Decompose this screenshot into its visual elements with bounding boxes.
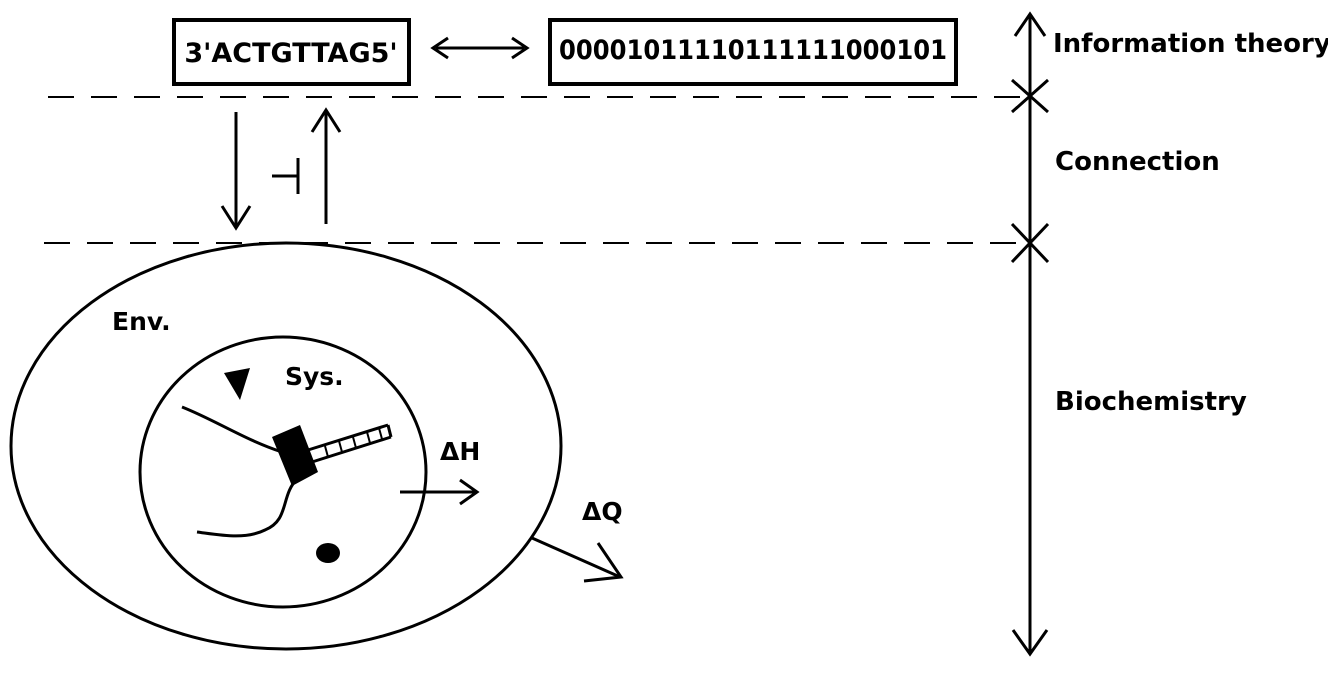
- small-particle: [316, 543, 340, 563]
- binary-code-box: 00001011110111111000101: [548, 18, 958, 86]
- system-circle: [138, 335, 428, 609]
- delta-q-label: ΔQ: [582, 497, 623, 526]
- strand-upper: [181, 405, 283, 454]
- binary-code-label: 00001011110111111000101: [559, 35, 947, 66]
- layer-axis: [1010, 11, 1050, 657]
- information-theory-label: Information theory: [1053, 29, 1328, 59]
- delta-h-label: ΔH: [440, 437, 480, 466]
- lower-cross-mark: [1010, 222, 1050, 264]
- enzyme-complex: [272, 423, 393, 486]
- triangle-molecule: [224, 368, 250, 400]
- down-arrow: [220, 112, 252, 231]
- up-arrow: [310, 107, 342, 224]
- biochemistry-label: Biochemistry: [1055, 387, 1247, 417]
- delta-q-arrow: [531, 536, 624, 583]
- ladder-tail: [307, 423, 393, 464]
- environment-ellipse: [9, 241, 563, 651]
- dna-sequence-box: 3'ACTGTTAG5': [172, 18, 411, 86]
- upper-cross-mark: [1011, 78, 1049, 114]
- delta-h-arrow: [400, 478, 480, 506]
- system-label: Sys.: [285, 362, 344, 391]
- inhibition-symbol: [272, 158, 300, 194]
- enzyme-block: [272, 425, 318, 486]
- connection-label: Connection: [1055, 147, 1220, 177]
- equivalence-arrow: [430, 36, 530, 60]
- strand-lower: [196, 476, 300, 538]
- environment-label: Env.: [112, 307, 171, 336]
- dna-sequence-label: 3'ACTGTTAG5': [184, 38, 397, 69]
